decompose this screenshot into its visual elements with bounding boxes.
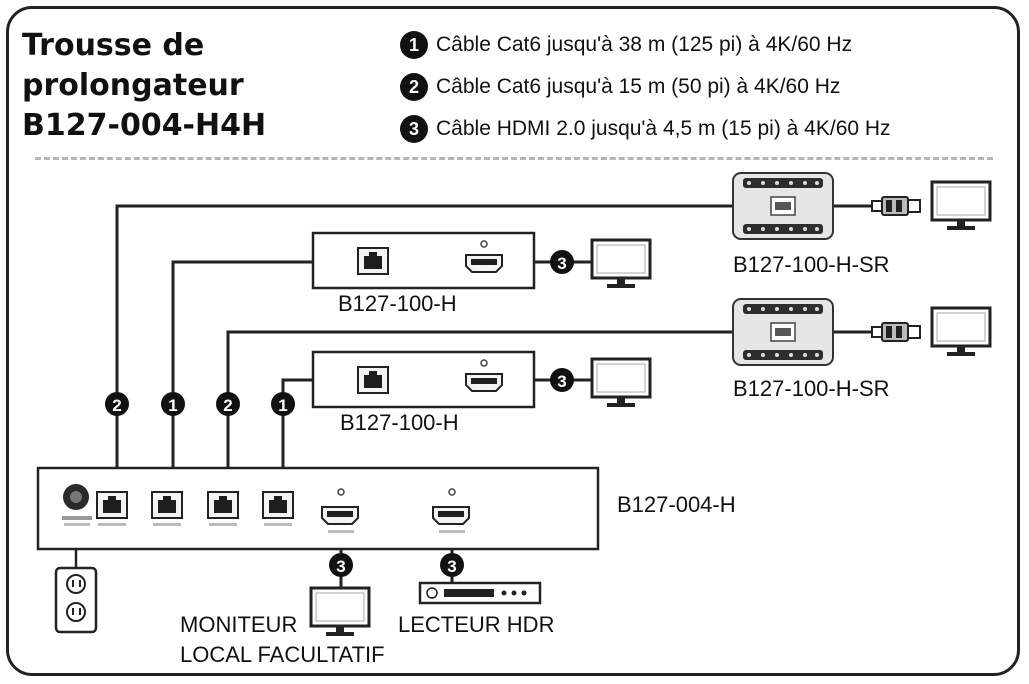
cable-marker-cat6-short: 2: [105, 392, 129, 416]
svg-text:3: 3: [557, 254, 566, 273]
power-outlet-icon: [54, 549, 98, 634]
hdmi-plug-icon: [871, 196, 921, 216]
legend-text: Câble Cat6 jusqu'à 38 m (125 pi) à 4K/60…: [436, 33, 853, 56]
legend-text: Câble HDMI 2.0 jusqu'à 4,5 m (15 pi) à 4…: [436, 117, 891, 140]
label-receiver-top: B127-100-H: [338, 291, 457, 316]
legend-number-badge: 2: [400, 73, 428, 101]
section-divider: [35, 157, 993, 160]
diagram-frame: [6, 6, 1020, 676]
cable-marker-cat6-long: 1: [271, 392, 295, 416]
legend-number-badge: 3: [400, 115, 428, 143]
legend-item-hdmi: 3 Câble HDMI 2.0 jusqu'à 4,5 m (15 pi) à…: [400, 114, 891, 144]
label-local-monitor-line2: LOCAL FACULTATIF: [180, 642, 385, 667]
svg-text:2: 2: [223, 396, 232, 415]
sr-receiver-bottom: [732, 298, 834, 366]
cable-marker-hdmi: 3: [550, 250, 574, 274]
svg-text:2: 2: [112, 396, 121, 415]
svg-text:3: 3: [557, 372, 566, 391]
legend-item-cat6-short: 2 Câble Cat6 jusqu'à 15 m (50 pi) à 4K/6…: [400, 72, 840, 102]
label-local-monitor-line1: MONITEUR: [180, 612, 298, 637]
cable-marker-hdmi: 3: [440, 553, 464, 577]
legend-item-cat6-long: 1 Câble Cat6 jusqu'à 38 m (125 pi) à 4K/…: [400, 30, 852, 60]
transmitter-unit: [36, 466, 600, 551]
label-sr-receiver-top: B127-100-H-SR: [733, 252, 890, 277]
monitor-icon: [930, 306, 992, 358]
svg-text:1: 1: [168, 396, 177, 415]
label-hdr-player: LECTEUR HDR: [398, 612, 555, 637]
monitor-icon: [590, 357, 652, 409]
legend-text: Câble Cat6 jusqu'à 15 m (50 pi) à 4K/60 …: [436, 75, 841, 98]
title-line-3: B127-004-H4H: [22, 108, 267, 143]
local-monitor-icon: [309, 586, 371, 638]
receiver-top: [311, 231, 536, 290]
title-line-2: prolongateur: [22, 68, 244, 103]
monitor-icon: [590, 238, 652, 290]
cable-marker-cat6-short: 2: [216, 392, 240, 416]
title-line-1: Trousse de: [22, 28, 205, 63]
receiver-bottom: [311, 350, 536, 409]
legend-number-badge: 1: [400, 31, 428, 59]
hdr-player-icon: [418, 581, 542, 605]
hdmi-plug-icon: [871, 322, 921, 342]
svg-text:3: 3: [447, 557, 456, 576]
monitor-icon: [930, 180, 992, 232]
svg-text:1: 1: [278, 396, 287, 415]
label-sr-receiver-bottom: B127-100-H-SR: [733, 376, 890, 401]
label-receiver-bottom: B127-100-H: [340, 410, 459, 435]
svg-text:3: 3: [336, 557, 345, 576]
cable-marker-hdmi: 3: [550, 368, 574, 392]
cable-marker-hdmi: 3: [329, 553, 353, 577]
kit-title: Trousse de prolongateur B127-004-H4H: [22, 26, 352, 146]
label-transmitter: B127-004-H: [617, 492, 736, 517]
cable-marker-cat6-long: 1: [161, 392, 185, 416]
sr-receiver-top: [732, 172, 834, 240]
